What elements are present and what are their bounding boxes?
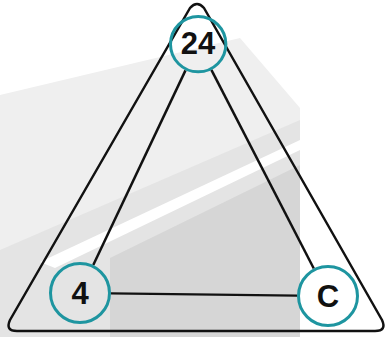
circle-ring <box>170 16 225 71</box>
side-line <box>93 70 185 265</box>
triangle-side <box>111 293 297 295</box>
vertex-value: C <box>317 281 339 312</box>
vertex-circle: 4 <box>49 262 111 324</box>
triangle-side <box>93 70 185 265</box>
vertex-value: 4 <box>71 278 88 309</box>
circle-ring <box>51 264 110 323</box>
triangle-outline <box>9 4 384 331</box>
vertex-circle: 24 <box>169 15 227 73</box>
block-face <box>0 38 300 337</box>
side-line <box>111 293 297 295</box>
side-line <box>211 70 313 269</box>
vertex-value: 24 <box>181 28 215 59</box>
triangle-side <box>211 70 313 269</box>
circle-ring <box>299 267 358 326</box>
block-side <box>110 165 300 337</box>
vertex-circle: C <box>297 265 359 327</box>
